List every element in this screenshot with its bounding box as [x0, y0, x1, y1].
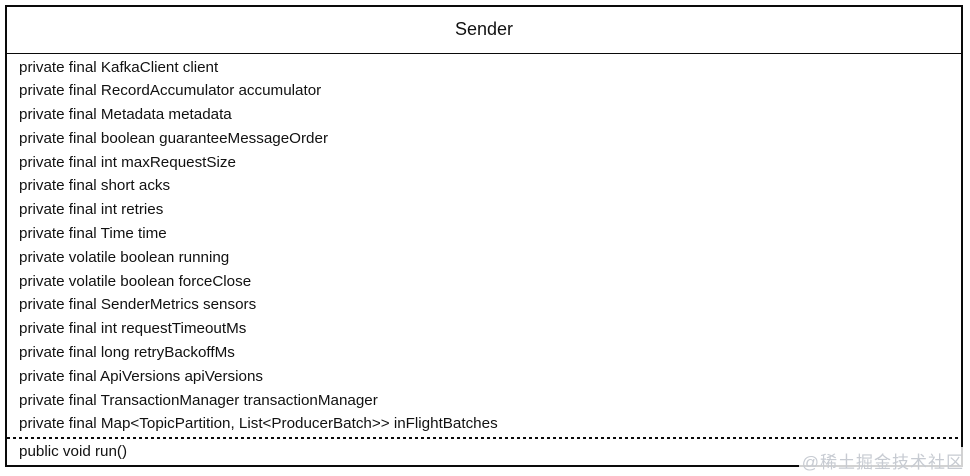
class-fields-section: private final KafkaClient client private… — [7, 54, 961, 437]
class-field: private final ApiVersions apiVersions — [19, 367, 263, 385]
class-method: public void run() — [19, 442, 128, 460]
class-field: private final RecordAccumulator accumula… — [19, 82, 322, 100]
class-field: private final short acks — [19, 177, 171, 195]
uml-class-box: Sender private final KafkaClient client … — [5, 5, 963, 467]
class-field: private final boolean guaranteeMessageOr… — [19, 129, 329, 147]
class-field: private final int requestTimeoutMs — [19, 320, 247, 338]
class-field: private final SenderMetrics sensors — [19, 296, 257, 314]
class-field: private final Time time — [19, 225, 167, 243]
class-field: private final long retryBackoffMs — [19, 344, 235, 362]
class-field: private final Metadata metadata — [19, 106, 232, 124]
class-title: Sender — [7, 7, 961, 54]
class-field: private final TransactionManager transac… — [19, 391, 378, 409]
watermark: @稀土掘金技术社区 — [798, 447, 967, 474]
class-field: private volatile boolean running — [19, 248, 230, 266]
class-field: private final KafkaClient client — [19, 58, 219, 76]
class-field: private volatile boolean forceClose — [19, 272, 252, 290]
fields-methods-divider — [7, 436, 961, 439]
class-methods-section: public void run() — [7, 439, 961, 466]
class-field: private final Map<TopicPartition, List<P… — [19, 415, 498, 433]
class-field: private final int retries — [19, 201, 164, 219]
class-field: private final int maxRequestSize — [19, 153, 236, 171]
